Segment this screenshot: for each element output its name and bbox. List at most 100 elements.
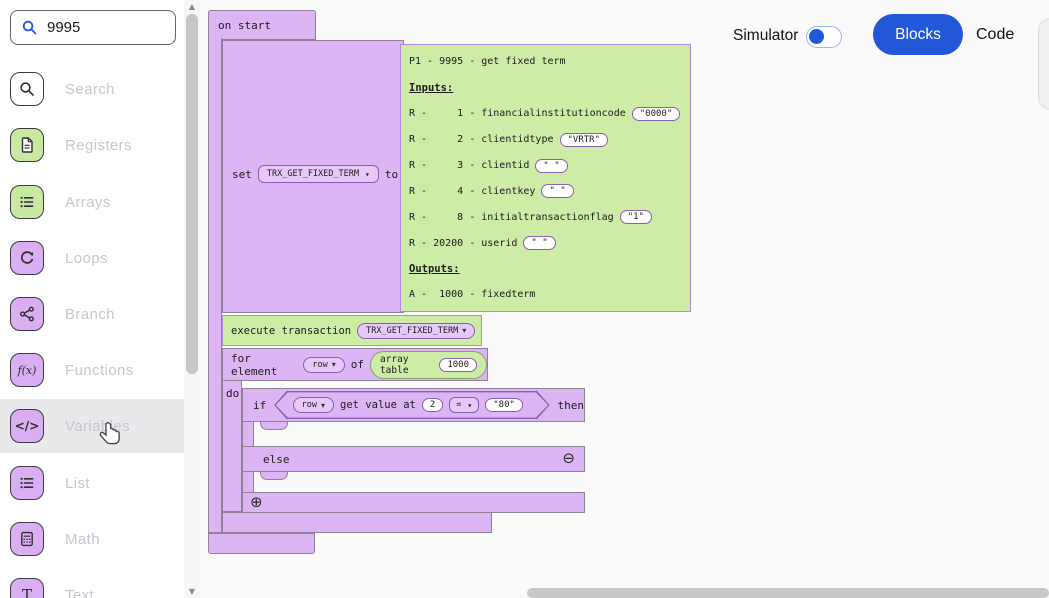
- horizontal-scrollbar[interactable]: [527, 588, 1049, 598]
- search-box[interactable]: [10, 10, 176, 45]
- value-field[interactable]: " ": [535, 158, 568, 173]
- sidebar-item-text[interactable]: T Text: [10, 578, 180, 598]
- operator-dropdown[interactable]: = ▾: [449, 397, 480, 413]
- variable-dropdown[interactable]: TRX_GET_FIXED_TERM ▾: [257, 165, 379, 183]
- row-dropdown[interactable]: row ▾: [292, 397, 335, 413]
- transaction-info-block[interactable]: P1 - 9995 - get fixed term Inputs: R - 1…: [400, 44, 691, 312]
- function-fx-icon: f(x): [10, 353, 44, 387]
- on-start-bottom[interactable]: [208, 533, 315, 554]
- info-row: R - 2 - clientidtype "VRTR": [409, 127, 682, 153]
- on-start-label: on start: [218, 18, 271, 32]
- chevron-down-icon: ▾: [365, 169, 370, 179]
- condition-block[interactable]: row ▾ get value at 2 = ▾ "80": [275, 392, 549, 418]
- sidebar-item-variables[interactable]: </> Variables: [10, 409, 180, 443]
- set-label: set: [232, 167, 252, 181]
- sidebar-item-loops[interactable]: Loops: [10, 241, 180, 275]
- toolbox-sidebar: Search Registers Arrays Loops Branch: [0, 0, 184, 598]
- do-label: do: [226, 387, 240, 400]
- on-start-spine[interactable]: [208, 38, 222, 533]
- inputs-heading: Inputs:: [409, 81, 454, 94]
- sidebar-item-functions[interactable]: f(x) Functions: [10, 353, 180, 387]
- if-bottom[interactable]: ⊕: [242, 492, 585, 513]
- search-category-icon: [10, 72, 44, 106]
- value-field[interactable]: "1": [619, 210, 652, 225]
- on-start-block[interactable]: on start: [208, 10, 316, 40]
- execute-label: execute transaction: [231, 324, 352, 337]
- sidebar-item-label: Text: [65, 586, 95, 598]
- row-dropdown-value: row: [301, 400, 317, 410]
- sidebar-item-registers[interactable]: Registers: [10, 128, 180, 162]
- text-t-icon: T: [10, 578, 44, 598]
- list-icon: [10, 466, 44, 500]
- value-field[interactable]: "VRTR": [559, 132, 609, 147]
- sidebar-item-search[interactable]: Search: [10, 72, 180, 106]
- array-table-label: array table: [379, 353, 409, 376]
- for-label: for element: [231, 351, 278, 378]
- list-icon: [10, 185, 44, 219]
- row-dropdown[interactable]: row ▾: [303, 356, 345, 373]
- document-icon: [10, 128, 44, 162]
- simulator-label: Simulator: [733, 27, 799, 44]
- index-field[interactable]: 2: [421, 398, 444, 412]
- outputs-heading: Outputs:: [409, 263, 460, 276]
- sidebar-item-label: Loops: [65, 249, 108, 267]
- else-block[interactable]: else ⊖: [242, 446, 585, 472]
- search-input[interactable]: [47, 19, 147, 36]
- sidebar-item-label: Search: [65, 80, 115, 98]
- simulator-toggle[interactable]: [806, 26, 842, 48]
- sidebar-item-label: Branch: [65, 305, 115, 323]
- of-label: of: [350, 358, 364, 371]
- toggle-knob: [809, 29, 824, 44]
- loop-arrow-icon: [10, 241, 44, 275]
- code-brackets-icon: </>: [10, 409, 44, 443]
- variable-dropdown-value: TRX_GET_FIXED_TERM: [266, 169, 359, 179]
- sidebar-item-label: List: [65, 474, 90, 492]
- value-field[interactable]: " ": [541, 184, 574, 199]
- operator-value: =: [456, 400, 462, 410]
- sidebar-item-list[interactable]: List: [10, 466, 180, 500]
- sidebar-item-label: Registers: [65, 136, 132, 154]
- code-tab-button[interactable]: Code: [976, 26, 1015, 43]
- expand-plus-icon[interactable]: ⊕: [250, 493, 263, 511]
- array-number-field[interactable]: 1000: [439, 357, 477, 372]
- search-icon: [22, 20, 37, 35]
- set-variable-block[interactable]: set TRX_GET_FIXED_TERM ▾ to: [222, 40, 404, 313]
- array-table-block[interactable]: array table 1000: [369, 350, 487, 379]
- if-block[interactable]: if row ▾ get value at 2 = ▾ "80" then: [242, 388, 585, 422]
- collapse-minus-icon[interactable]: ⊖: [562, 449, 575, 467]
- scrollbar-thumb[interactable]: [186, 14, 198, 374]
- then-label: then: [557, 398, 585, 412]
- to-label: to: [384, 167, 399, 181]
- chevron-down-icon: ▾: [467, 400, 473, 410]
- chevron-down-icon: ▾: [462, 326, 467, 335]
- compare-field[interactable]: "80": [485, 398, 523, 412]
- execute-transaction-block[interactable]: execute transaction TRX_GET_FIXED_TERM ▾: [222, 315, 482, 346]
- row-dropdown-value: row: [312, 359, 328, 370]
- sidebar-item-math[interactable]: Math: [10, 522, 180, 556]
- sidebar-item-branch[interactable]: Branch: [10, 297, 180, 331]
- branch-icon: [10, 297, 44, 331]
- scroll-up-icon[interactable]: ▲: [188, 2, 196, 11]
- for-spine[interactable]: [222, 381, 242, 512]
- sidebar-scrollbar[interactable]: ▲ ▼: [184, 0, 200, 598]
- for-bottom[interactable]: [222, 512, 492, 533]
- blocks-tab-button[interactable]: Blocks: [873, 14, 963, 55]
- info-row: R - 8 - initialtransactionflag "1": [409, 204, 682, 230]
- calculator-icon: [10, 522, 44, 556]
- hand-cursor: [99, 421, 120, 445]
- info-row: R - 1 - financialinstitutioncode "0000": [409, 101, 682, 127]
- sidebar-item-label: Functions: [65, 361, 134, 379]
- info-row: R - 3 - clientid " ": [409, 153, 682, 179]
- edge-panel-partial: [1038, 18, 1049, 110]
- info-output-row: A - 1000 - fixedterm: [409, 289, 536, 301]
- sidebar-item-arrays[interactable]: Arrays: [10, 185, 180, 219]
- value-field[interactable]: " ": [523, 236, 556, 251]
- for-element-block[interactable]: for element row ▾ of array table 1000: [222, 348, 488, 381]
- scroll-down-icon[interactable]: ▼: [188, 587, 196, 596]
- value-field[interactable]: "0000": [631, 106, 681, 121]
- condition-slot[interactable]: row ▾ get value at 2 = ▾ "80": [274, 391, 550, 419]
- info-row: R - 4 - clientkey " ": [409, 178, 682, 204]
- else-label: else: [263, 452, 290, 466]
- transaction-dropdown[interactable]: TRX_GET_FIXED_TERM ▾: [357, 322, 476, 339]
